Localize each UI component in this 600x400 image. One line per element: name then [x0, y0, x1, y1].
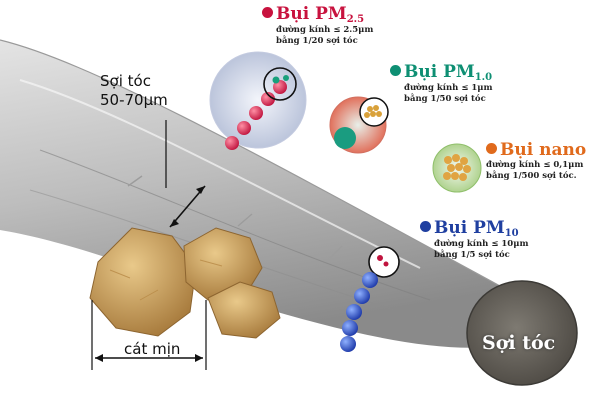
sand-grain [183, 227, 263, 301]
pm10-chain [340, 246, 400, 352]
nano-dot-icon [486, 143, 497, 154]
pm25-particle [237, 121, 251, 135]
pm10-diameter: đường kính ≤ 10μm [434, 239, 529, 249]
pm25-dot-icon [262, 7, 273, 18]
pm10-title: Bụi PM [434, 218, 505, 238]
sand-texture [109, 259, 223, 301]
pm25-bubble-bg [209, 51, 307, 149]
hair-cross-section [466, 280, 578, 386]
hair-diameter-label: Sợi tóc 50-70μm [100, 72, 168, 110]
pm1-ratio: bằng 1/50 sợi tóc [404, 94, 486, 104]
pm10-label: Bụi PM10 đường kính ≤ 10μm bằng 1/5 sợi … [420, 218, 528, 261]
diameter-arrowhead-bottom [170, 219, 179, 227]
pm25-particle [249, 106, 263, 120]
pm25-zoom-bubble [209, 51, 307, 150]
pm10-dot-icon [420, 221, 431, 232]
pm10-magnifier-ring [368, 246, 400, 278]
hair-cuticle-scales [127, 175, 343, 259]
diameter-arrow [169, 185, 206, 228]
pm25-magnifier-ring [263, 67, 297, 101]
pm1-dot-icon [390, 65, 401, 76]
nano-particles [443, 154, 471, 181]
pm1-title: Bụi PM [404, 62, 475, 82]
pm25-diameter: đường kính ≤ 2.5μm [276, 25, 374, 35]
pm25-particle [273, 80, 287, 94]
pm25-label: Bụi PM2.5 đường kính ≤ 2.5μm bằng 1/20 s… [262, 4, 373, 47]
sand-grains [89, 227, 281, 339]
pm10-particle [362, 272, 378, 288]
pm1-label: Bụi PM1.0 đường kính ≤ 1μm bằng 1/50 sợi… [390, 62, 493, 105]
pm10-particle [342, 320, 358, 336]
pm25-particle [261, 92, 275, 106]
pm10-particle [354, 288, 370, 304]
hair-highlight [19, 79, 421, 269]
sand-arrowhead-left [95, 354, 103, 362]
hair-strand [0, 39, 578, 386]
pm25-title: Bụi PM [276, 4, 347, 24]
pm10-subscript: 10 [504, 228, 519, 239]
nano-diameter: đường kính ≤ 0,1μm [486, 160, 584, 170]
pm1-particle [334, 127, 356, 149]
pm25-particle [383, 261, 389, 267]
nano-label: Bụi nano đường kính ≤ 0,1μm bằng 1/500 s… [486, 140, 586, 182]
pm10-ratio: bằng 1/5 sợi tóc [434, 250, 510, 260]
pm25-subscript: 2.5 [346, 14, 365, 25]
pm10-particle [346, 304, 362, 320]
nano-title: Bụi nano [500, 140, 587, 160]
pm25-ratio: bằng 1/20 sợi tóc [276, 36, 358, 46]
nano-ratio: bằng 1/500 sợi tóc. [486, 171, 577, 181]
sand-arrowhead-right [195, 354, 203, 362]
hair-diameter-measure [165, 120, 206, 228]
sand-grain [207, 281, 281, 339]
sand-label: cát mịn [124, 340, 181, 358]
sand-width-measure [91, 300, 207, 370]
nano-zoom-bubble [432, 143, 482, 193]
pm1-particle [272, 76, 280, 84]
pm25-particle [225, 136, 239, 150]
pm1-diameter: đường kính ≤ 1μm [404, 83, 493, 93]
pm1-subscript: 1.0 [474, 72, 493, 83]
hair-cross-section-label: Sợi tóc [482, 332, 556, 354]
hair-diameter-label-line1: Sợi tóc [100, 72, 151, 90]
hair-edge-top [0, 39, 501, 287]
diameter-arrowhead-top [196, 186, 205, 194]
pm1-particle [283, 75, 289, 81]
pm10-zoom-bubble [329, 96, 389, 154]
pm10-particle [340, 336, 356, 352]
nano-cluster [364, 105, 382, 118]
pm25-particle [377, 255, 383, 261]
hair-diameter-label-line2: 50-70μm [100, 91, 168, 109]
sand-grain [89, 227, 197, 337]
